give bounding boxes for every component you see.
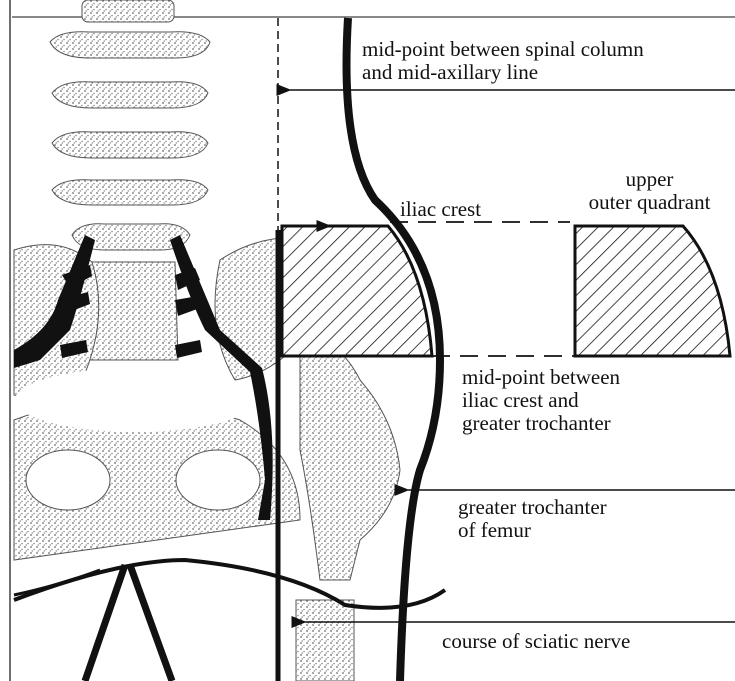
label-line: iliac crest and (462, 389, 620, 412)
label-line: greater trochanter (458, 496, 607, 519)
label-line: upper (567, 168, 732, 191)
label-midpoint-crest-trochanter: mid-point between iliac crest and greate… (462, 366, 620, 435)
pelvic-inlet (15, 368, 255, 432)
upper-outer-quadrant-detail (575, 226, 730, 356)
lower-limb-outlines (85, 565, 172, 681)
label-sciatic-nerve: course of sciatic nerve (442, 630, 630, 653)
left-obturator (26, 450, 110, 510)
label-line: mid-point between spinal column (362, 38, 644, 61)
label-line: and mid-axillary line (362, 61, 644, 84)
label-line: mid-point between (462, 366, 620, 389)
label-iliac-crest: iliac crest (400, 198, 481, 221)
label-line: greater trochanter (462, 412, 620, 435)
label-greater-trochanter: greater trochanter of femur (458, 496, 607, 542)
label-line: outer quadrant (567, 191, 732, 214)
right-obturator (176, 450, 260, 510)
label-midpoint-spine-axillary: mid-point between spinal column and mid-… (362, 38, 644, 84)
label-line: of femur (458, 519, 607, 542)
gluteal-fold (14, 560, 445, 608)
label-upper-outer-quadrant: upper outer quadrant (567, 168, 732, 214)
